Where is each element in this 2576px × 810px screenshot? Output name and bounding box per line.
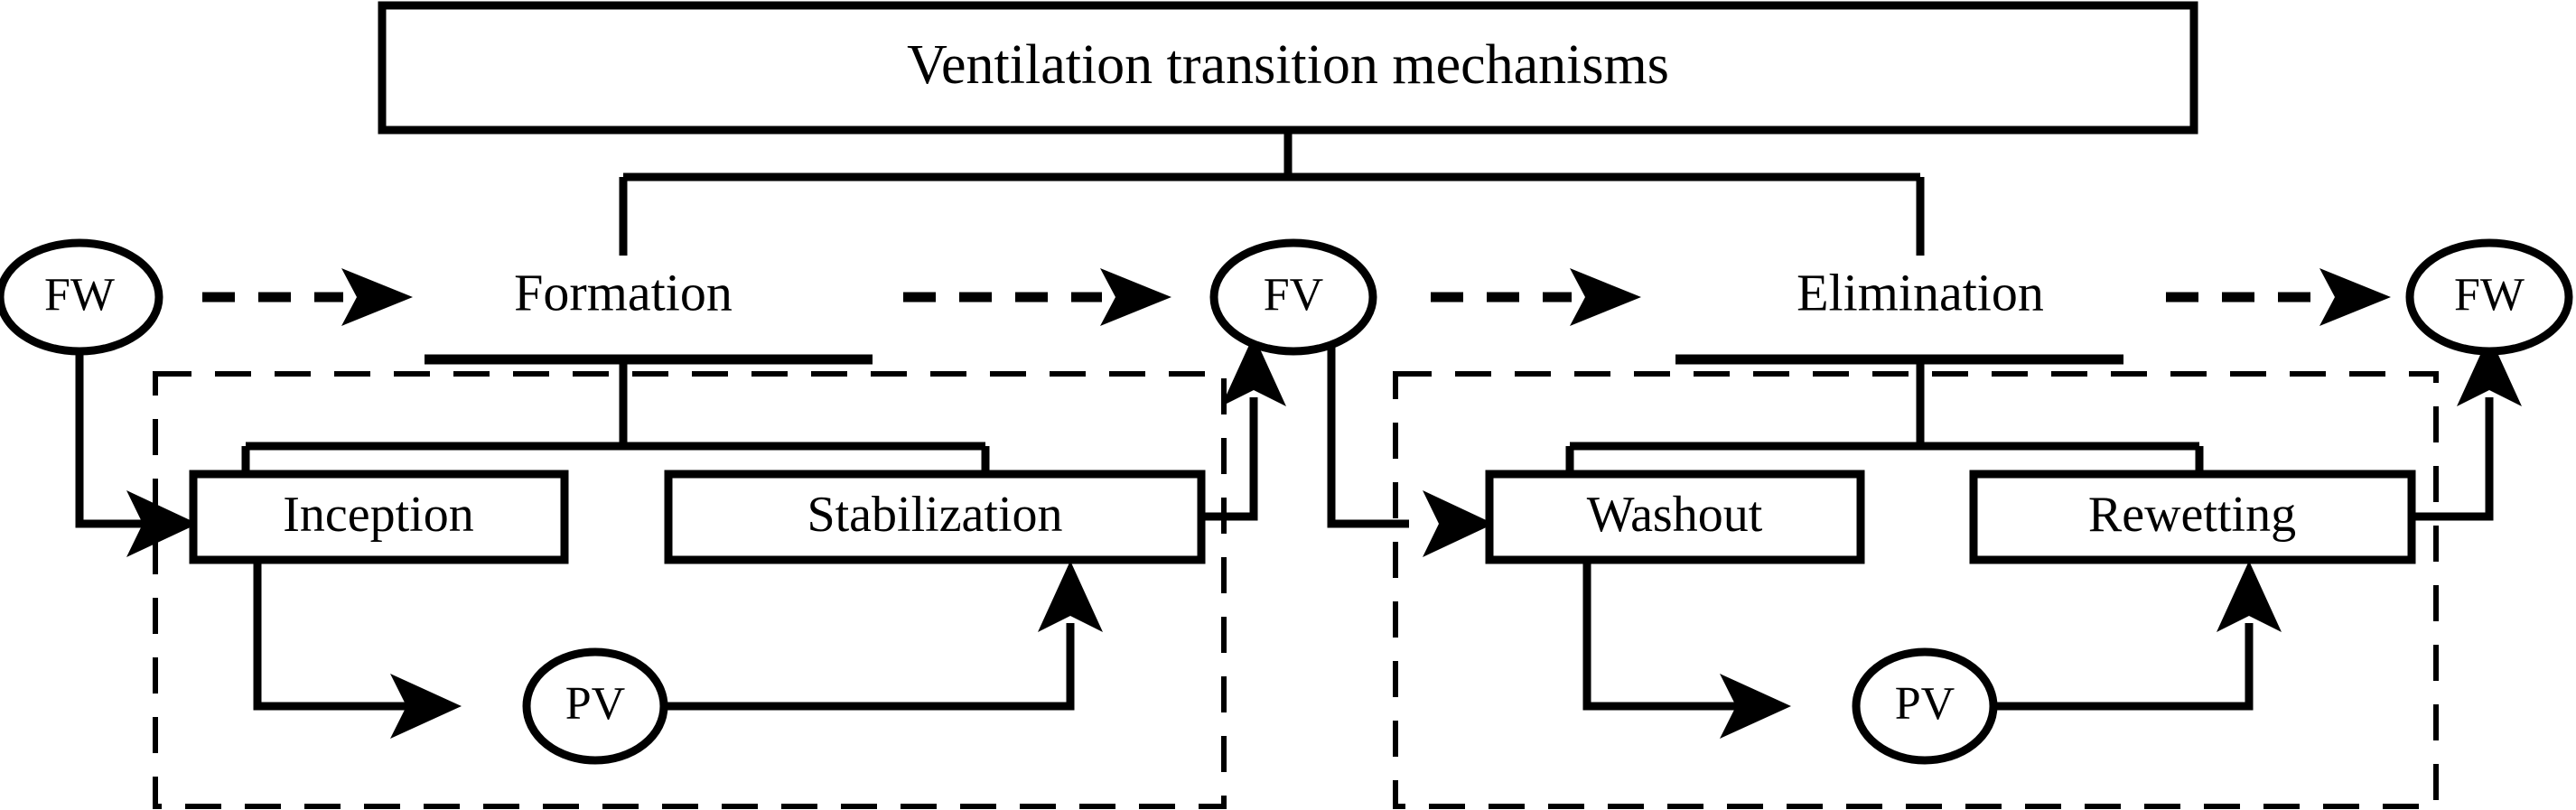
- formation-stage-group: Formation: [241, 263, 990, 474]
- pv-right-ellipse[interactable]: [1852, 647, 1998, 765]
- state-node-fw-left[interactable]: FW: [0, 238, 163, 356]
- fw-right-ellipse[interactable]: [2405, 238, 2573, 356]
- pv-right-label: PV: [1895, 678, 1955, 730]
- title-to-stages-connector: [619, 130, 1925, 256]
- arrowhead-elimination-to-fw: [2319, 268, 2391, 326]
- pv-left-label: PV: [565, 678, 625, 730]
- stabilization-box-rect[interactable]: [664, 470, 1206, 564]
- state-node-fv[interactable]: FV: [1209, 238, 1377, 356]
- top-flow-arrows: [202, 268, 2391, 326]
- arrowhead-pv-to-rewetting: [2217, 561, 2282, 632]
- arrowhead-fv-to-washout: [1423, 490, 1494, 557]
- stage-panels: [153, 371, 2439, 809]
- flow-washout-to-pv: [1582, 560, 1747, 711]
- process-box-stabilization[interactable]: Stabilization: [664, 470, 1206, 564]
- process-box-rewetting[interactable]: Rewetting: [1969, 470, 2416, 564]
- arrowhead-formation-to-fv: [1100, 268, 1171, 326]
- rewetting-label: Rewetting: [2088, 487, 2296, 543]
- arrowhead-pv-to-stabilization: [1038, 561, 1103, 632]
- fw-right-label: FW: [2454, 269, 2525, 321]
- washout-box-rect[interactable]: [1485, 470, 1865, 564]
- fv-label: FV: [1264, 269, 1323, 321]
- fv-ellipse[interactable]: [1209, 238, 1377, 356]
- state-node-fw-right[interactable]: FW: [2405, 238, 2573, 356]
- title-label: Ventilation transition mechanisms: [907, 34, 1669, 96]
- flow-inception-to-pv: [253, 560, 417, 711]
- elimination-panel: [1393, 371, 2439, 809]
- fw-left-label: FW: [44, 269, 115, 321]
- pv-left-ellipse[interactable]: [522, 647, 668, 765]
- flow-rewetting-to-fw: [2412, 397, 2494, 521]
- title-box-group: Ventilation transition mechanisms: [378, 1, 2198, 135]
- inception-box-rect[interactable]: [189, 470, 569, 564]
- stage-label-formation: Formation: [514, 263, 733, 321]
- arrowhead-fw-to-formation: [341, 268, 413, 326]
- arrowhead-washout-to-pv: [1720, 674, 1791, 739]
- elimination-stage-group: Elimination: [1565, 263, 2204, 474]
- flow-fv-to-washout: [1327, 345, 1409, 528]
- state-ellipses: FW FV FW PV PV: [0, 238, 2573, 765]
- state-node-pv-right[interactable]: PV: [1852, 647, 1998, 765]
- flow-pv-to-stabilization: [555, 623, 1075, 711]
- rewetting-box-rect[interactable]: [1969, 470, 2416, 564]
- arrowhead-fv-to-elimination: [1570, 268, 1641, 326]
- process-box-inception[interactable]: Inception: [189, 470, 569, 564]
- title-box: [378, 1, 2198, 135]
- arrowhead-rewetting-to-fw: [2457, 335, 2522, 406]
- arrowhead-stabilization-to-fv: [1221, 335, 1286, 406]
- flow-pv-to-rewetting: [1884, 623, 2254, 711]
- flow-fw-to-inception: [75, 350, 154, 528]
- elimination-internal-flow: [1327, 335, 2522, 739]
- process-boxes: Inception Stabilization Washout Rewettin…: [189, 470, 2416, 564]
- stage-label-elimination: Elimination: [1797, 263, 2044, 321]
- formation-internal-flow: [75, 335, 1286, 739]
- formation-panel: [153, 371, 1227, 809]
- state-node-pv-left[interactable]: PV: [522, 647, 668, 765]
- flow-stabilization-to-fv: [1201, 397, 1258, 521]
- stabilization-label: Stabilization: [807, 487, 1062, 543]
- arrowhead-fw-to-inception: [126, 490, 198, 557]
- washout-label: Washout: [1587, 487, 1763, 543]
- process-box-washout[interactable]: Washout: [1485, 470, 1865, 564]
- inception-label: Inception: [283, 487, 473, 543]
- arrowhead-inception-to-pv: [390, 674, 462, 739]
- fw-left-ellipse[interactable]: [0, 238, 163, 356]
